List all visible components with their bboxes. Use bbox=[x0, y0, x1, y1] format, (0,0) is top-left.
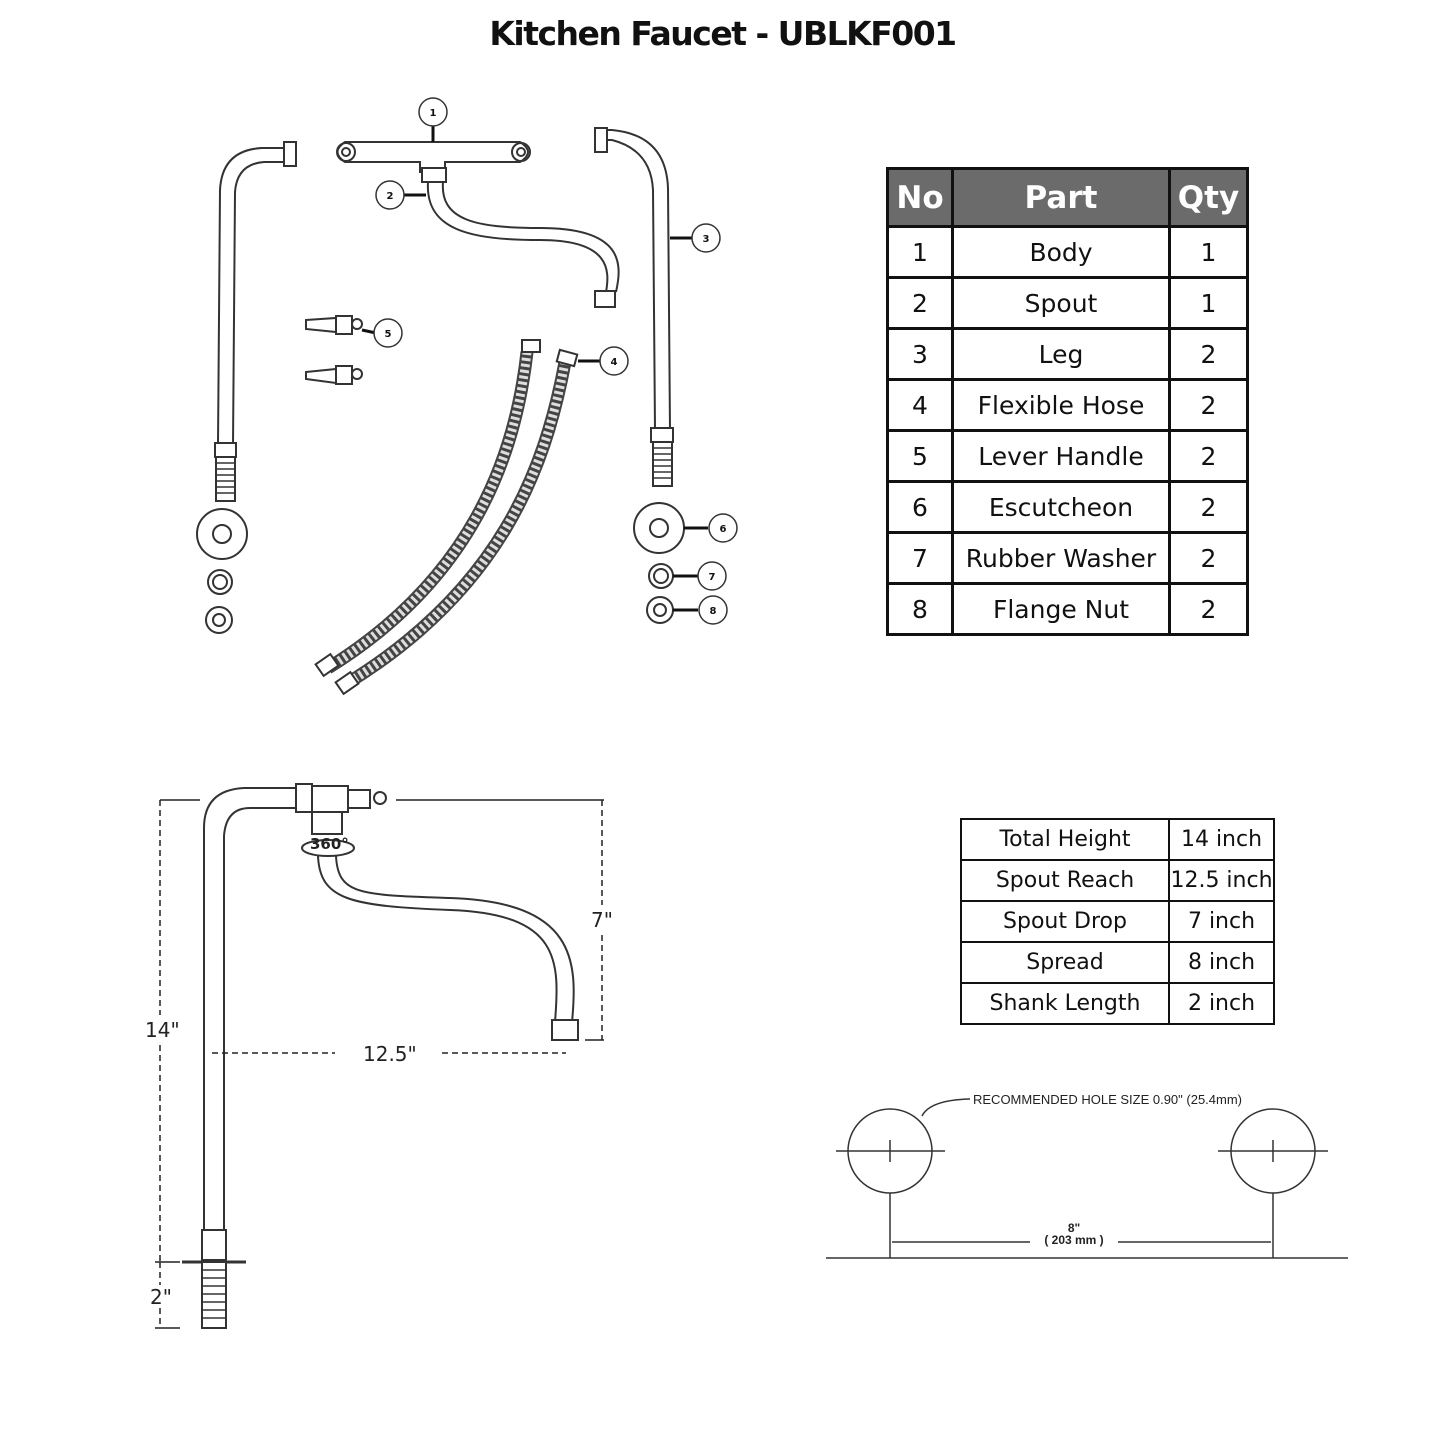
part-qty: 1 bbox=[1168, 225, 1249, 279]
callout-label-5: 5 bbox=[385, 329, 392, 340]
escutcheon-washer-nut-right bbox=[633, 502, 708, 624]
height-dimension-label: 14" bbox=[145, 1018, 180, 1042]
part-no: 5 bbox=[886, 429, 954, 483]
part-qty: 2 bbox=[1168, 327, 1249, 381]
part-no: 3 bbox=[886, 327, 954, 381]
dimension-drawing bbox=[182, 783, 579, 1329]
part-qty: 2 bbox=[1168, 429, 1249, 483]
callout-8 bbox=[698, 595, 728, 625]
flexible-hose-part bbox=[314, 339, 600, 696]
part-name: Flexible Hose bbox=[951, 378, 1171, 432]
leg-part-right bbox=[594, 127, 692, 487]
callout-4 bbox=[599, 346, 629, 376]
callout-label-3: 3 bbox=[703, 234, 710, 245]
table-row: Spout Reach 12.5 inch bbox=[960, 859, 1275, 902]
callout-label-8: 8 bbox=[710, 606, 717, 617]
spec-value: 7 inch bbox=[1168, 900, 1275, 943]
table-row: 1 Body 1 bbox=[886, 225, 1249, 279]
spec-label: Total Height bbox=[960, 818, 1170, 861]
callout-5 bbox=[373, 318, 403, 348]
hole-spread-inches: 8" bbox=[1067, 1221, 1081, 1235]
table-row: 6 Escutcheon 2 bbox=[886, 480, 1249, 534]
table-row: Shank Length 2 inch bbox=[960, 982, 1275, 1025]
escutcheon-washer-nut-left bbox=[196, 508, 248, 634]
spec-value: 8 inch bbox=[1168, 941, 1275, 984]
table-row: 7 Rubber Washer 2 bbox=[886, 531, 1249, 585]
part-no: 1 bbox=[886, 225, 954, 279]
table-row: 3 Leg 2 bbox=[886, 327, 1249, 381]
spec-value: 2 inch bbox=[1168, 982, 1275, 1025]
callout-label-2: 2 bbox=[387, 191, 394, 202]
dimension-lines bbox=[155, 799, 604, 1329]
callout-6 bbox=[708, 513, 738, 543]
part-name: Flange Nut bbox=[951, 582, 1171, 636]
callout-label-4: 4 bbox=[611, 357, 618, 368]
part-qty: 1 bbox=[1168, 276, 1249, 330]
table-row: Spread 8 inch bbox=[960, 941, 1275, 984]
spec-label: Spread bbox=[960, 941, 1170, 984]
leg-part-left bbox=[214, 141, 297, 502]
part-name: Spout bbox=[951, 276, 1171, 330]
hole-spread-label: 8" ( 203 mm ) bbox=[1034, 1222, 1114, 1246]
part-no: 4 bbox=[886, 378, 954, 432]
table-row: Spout Drop 7 inch bbox=[960, 900, 1275, 943]
parts-table: No Part Qty 1 Body 1 2 Spout 1 3 Leg 2 4… bbox=[886, 167, 1249, 636]
callout-label-7: 7 bbox=[709, 572, 716, 583]
part-name: Body bbox=[951, 225, 1171, 279]
parts-table-header: No Part Qty bbox=[886, 167, 1249, 228]
part-no: 6 bbox=[886, 480, 954, 534]
hole-size-note: RECOMMENDED HOLE SIZE 0.90" (25.4mm) bbox=[973, 1092, 1243, 1107]
part-no: 7 bbox=[886, 531, 954, 585]
spec-value: 14 inch bbox=[1168, 818, 1275, 861]
part-no: 8 bbox=[886, 582, 954, 636]
faucet-body-part bbox=[336, 126, 531, 183]
table-row: 5 Lever Handle 2 bbox=[886, 429, 1249, 483]
hole-spread-mm: ( 203 mm ) bbox=[1044, 1233, 1104, 1247]
callout-1 bbox=[418, 97, 448, 127]
header-no: No bbox=[886, 167, 954, 228]
page-title: Kitchen Faucet - UBLKF001 bbox=[489, 14, 957, 53]
spec-label: Spout Reach bbox=[960, 859, 1170, 902]
specs-table: Total Height 14 inch Spout Reach 12.5 in… bbox=[960, 818, 1275, 1025]
swivel-label: 360° bbox=[310, 835, 349, 853]
shank-dimension-label: 2" bbox=[150, 1285, 172, 1309]
part-qty: 2 bbox=[1168, 480, 1249, 534]
callout-3 bbox=[691, 223, 721, 253]
table-row: 8 Flange Nut 2 bbox=[886, 582, 1249, 636]
callout-label-1: 1 bbox=[430, 108, 437, 119]
table-row: 4 Flexible Hose 2 bbox=[886, 378, 1249, 432]
lever-handle-part bbox=[305, 315, 377, 385]
part-qty: 2 bbox=[1168, 378, 1249, 432]
header-qty: Qty bbox=[1168, 167, 1249, 228]
spout-part bbox=[404, 181, 620, 308]
part-name: Leg bbox=[951, 327, 1171, 381]
spec-label: Spout Drop bbox=[960, 900, 1170, 943]
part-qty: 2 bbox=[1168, 582, 1249, 636]
callout-2 bbox=[375, 180, 405, 210]
hole-spacing-diagram bbox=[826, 1098, 1348, 1259]
spec-label: Shank Length bbox=[960, 982, 1170, 1025]
callout-label-6: 6 bbox=[720, 524, 727, 535]
table-row: Total Height 14 inch bbox=[960, 818, 1275, 861]
part-no: 2 bbox=[886, 276, 954, 330]
reach-dimension-label: 12.5" bbox=[363, 1042, 417, 1066]
part-name: Lever Handle bbox=[951, 429, 1171, 483]
callout-7 bbox=[697, 561, 727, 591]
header-part: Part bbox=[951, 167, 1171, 228]
part-name: Escutcheon bbox=[951, 480, 1171, 534]
spec-value: 12.5 inch bbox=[1168, 859, 1275, 902]
drop-dimension-label: 7" bbox=[591, 908, 613, 932]
part-qty: 2 bbox=[1168, 531, 1249, 585]
table-row: 2 Spout 1 bbox=[886, 276, 1249, 330]
part-name: Rubber Washer bbox=[951, 531, 1171, 585]
